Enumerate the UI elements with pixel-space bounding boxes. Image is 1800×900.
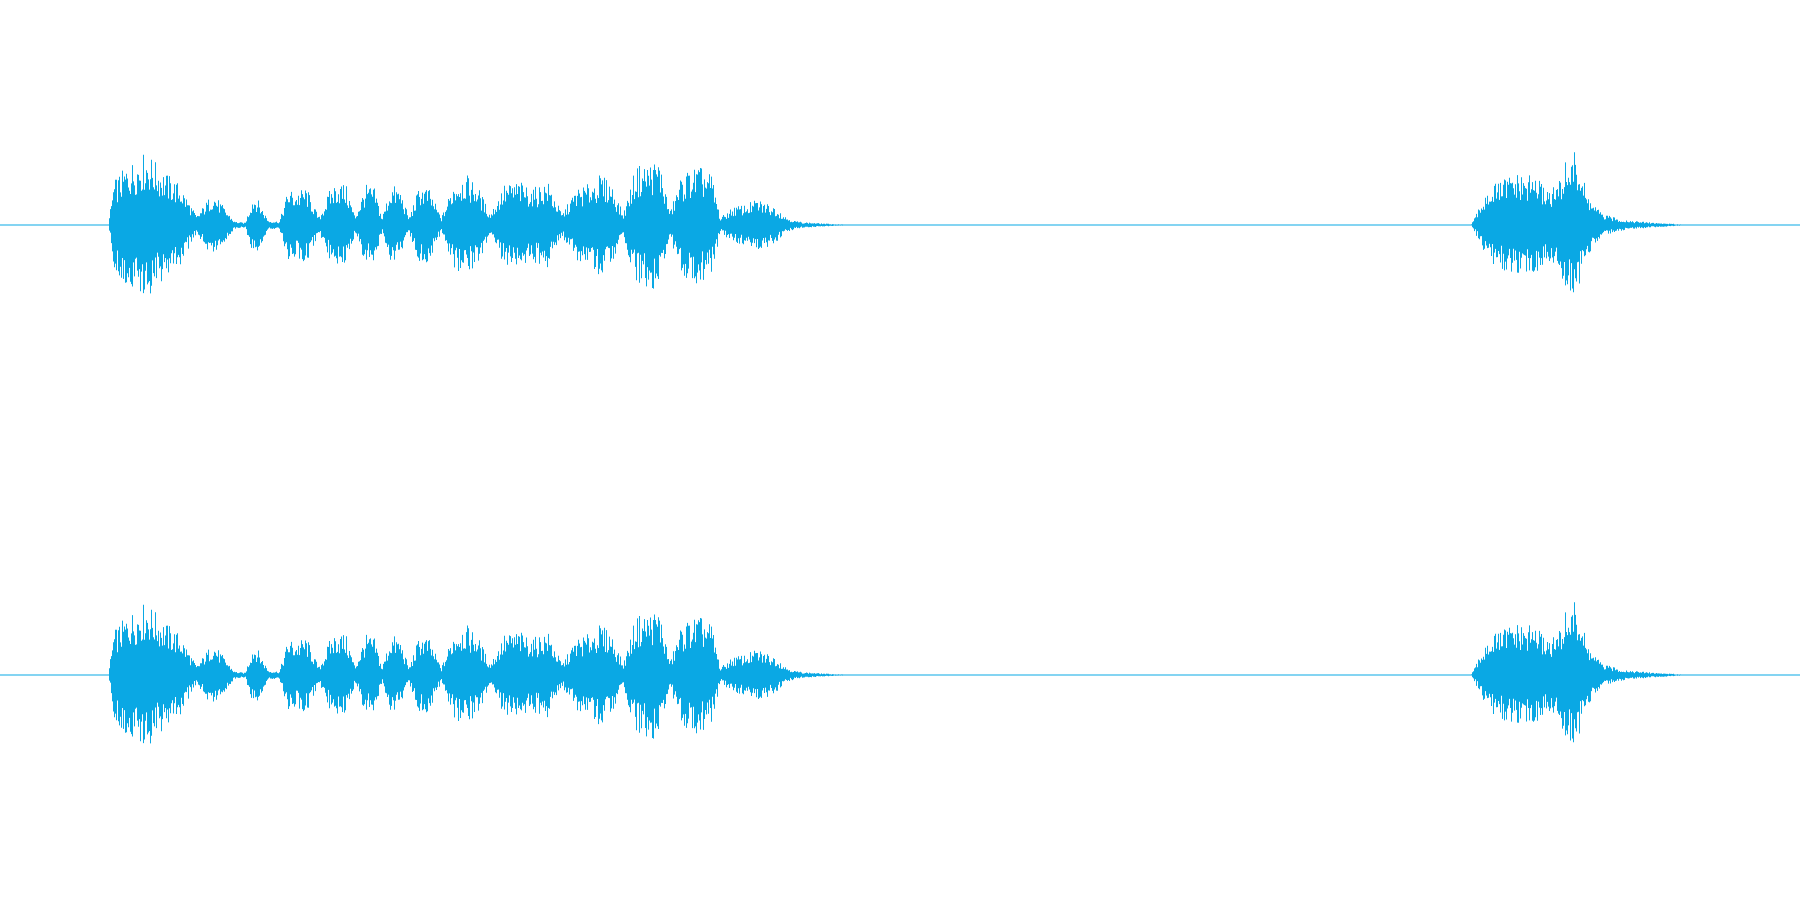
channel-left-track — [0, 152, 1800, 294]
channel-right-waveform — [109, 602, 1754, 744]
channel-right-track — [0, 602, 1800, 744]
channel-left-waveform — [109, 152, 1754, 294]
